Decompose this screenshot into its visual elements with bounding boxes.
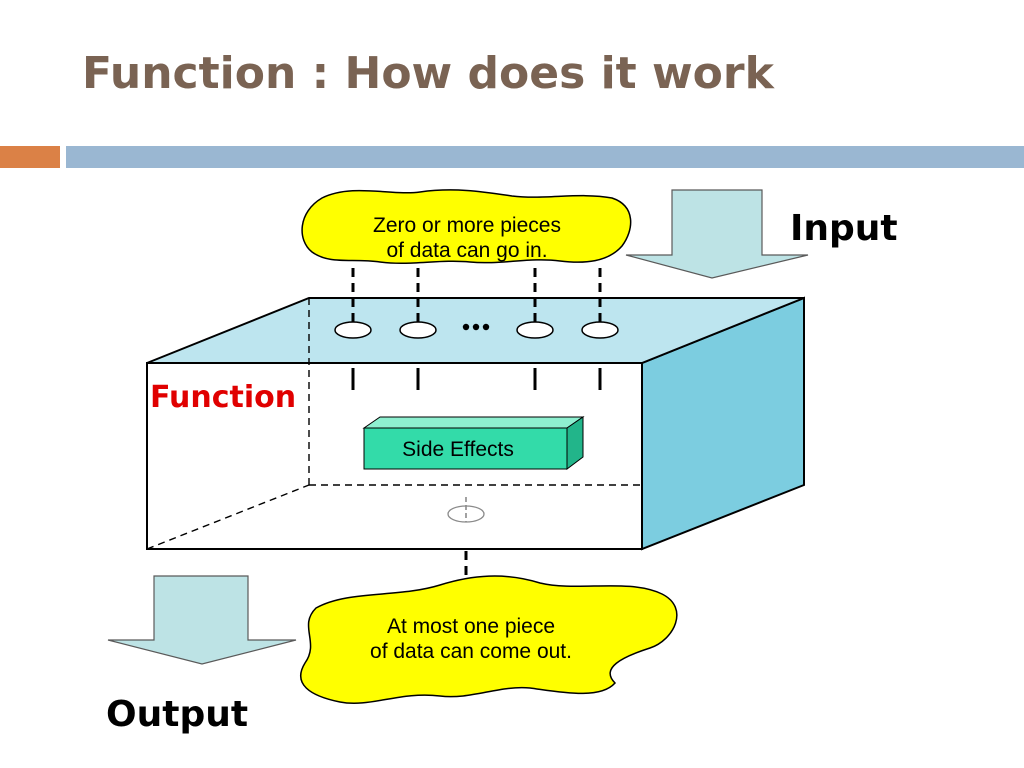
output-cloud-line1: At most one piece bbox=[387, 615, 555, 638]
accent-bar-blue bbox=[66, 146, 1024, 168]
input-arrow bbox=[625, 189, 809, 279]
accent-bar-orange bbox=[0, 146, 60, 168]
function-label: Function bbox=[150, 380, 296, 415]
output-cloud-line2: of data can come out. bbox=[370, 640, 572, 663]
output-label: Output bbox=[106, 694, 248, 735]
input-cloud-line2: of data can go in. bbox=[386, 239, 547, 262]
box-hidden-edges bbox=[146, 298, 642, 550]
side-effects-label: Side Effects bbox=[402, 438, 514, 461]
input-cloud-line1: Zero or more pieces bbox=[373, 214, 561, 237]
side-effects-box: Side Effects bbox=[362, 416, 585, 470]
input-cloud bbox=[301, 189, 632, 264]
input-ellipsis-dots bbox=[462, 323, 490, 331]
slide-title: Function : How does it work bbox=[82, 48, 774, 99]
input-label: Input bbox=[790, 208, 898, 249]
input-holes bbox=[334, 321, 619, 339]
output-arrow bbox=[107, 575, 297, 665]
output-cloud bbox=[299, 575, 678, 705]
input-pins bbox=[351, 268, 602, 390]
